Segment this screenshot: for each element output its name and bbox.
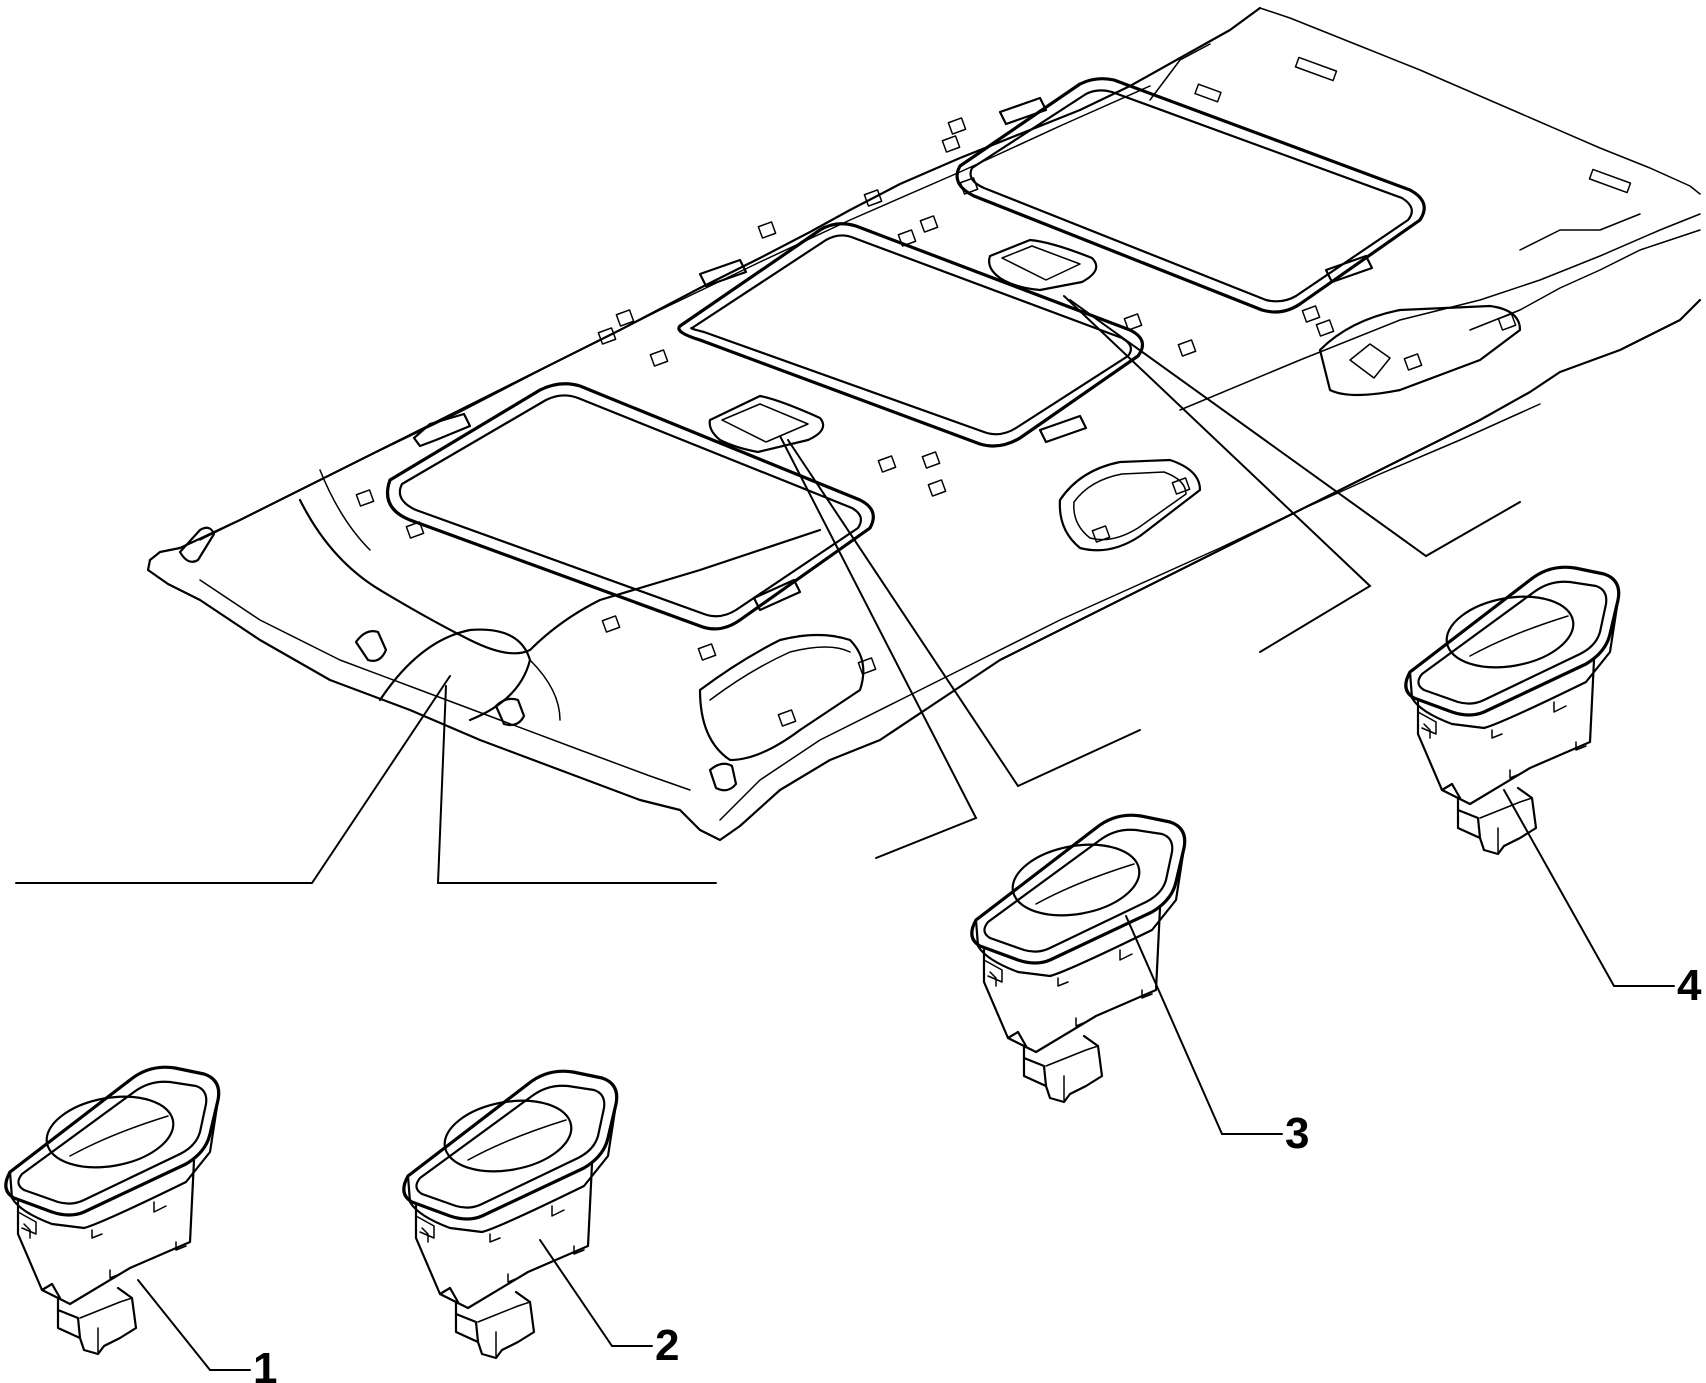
callout-leaders — [137, 789, 1675, 1371]
callout-4: 4 — [1677, 961, 1702, 1010]
part-2-switch — [402, 1069, 619, 1360]
callout-1: 1 — [253, 1344, 277, 1383]
callout-2: 2 — [655, 1321, 679, 1370]
callout-3: 3 — [1285, 1109, 1309, 1158]
part-1-switch — [4, 1065, 221, 1356]
part-3-switch — [970, 813, 1187, 1104]
part-4-switch — [1404, 565, 1621, 856]
roof-headliner — [146, 6, 1702, 842]
leader-lines — [15, 295, 1521, 884]
